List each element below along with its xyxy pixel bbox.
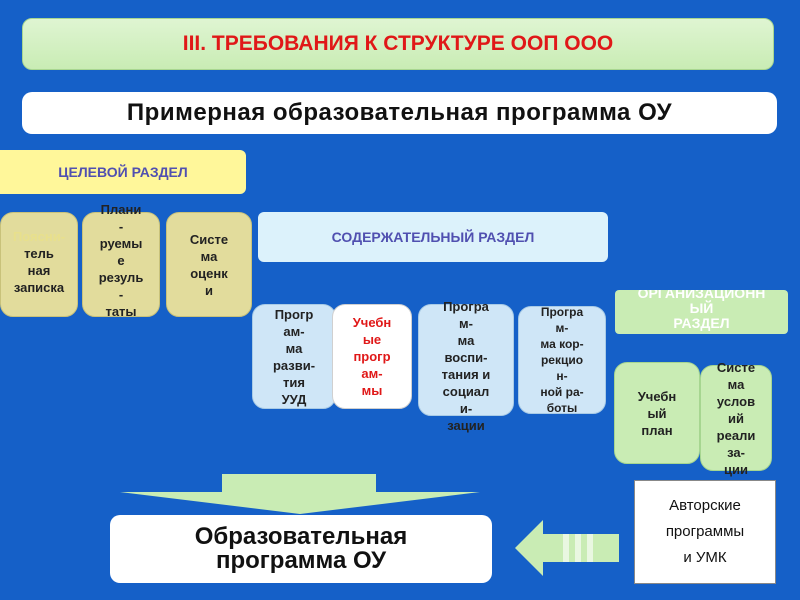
title-banner: III. ТРЕБОВАНИЯ К СТРУКТУРЕ ООП ООО (22, 18, 774, 70)
tile-line: ам- (361, 366, 383, 381)
tile-line: ий (728, 410, 744, 426)
page-subtitle: Примерная образовательная программа ОУ (126, 99, 673, 126)
tile-line: воспи- (444, 350, 488, 365)
author-programs-box: Авторские программы и УМК (634, 480, 776, 584)
tile-line: реали (716, 427, 756, 443)
tile-line: ной ра- (540, 385, 584, 399)
content-section-text: СОДЕРЖАТЕЛЬНЫЙ РАЗДЕЛ (331, 228, 535, 245)
tile-line: ые (362, 332, 382, 347)
tile-line: тания и (441, 367, 491, 382)
tile-line: услов (716, 393, 756, 409)
tile-line: и (205, 282, 213, 298)
tile-line: ции (724, 461, 748, 477)
tile-line: мы (361, 383, 383, 398)
conditions-system-tile: Систе ма услов ий реали за- ции (700, 360, 772, 477)
tile-line: Плани (100, 202, 142, 217)
tile-line: Систе (716, 359, 756, 375)
tile-line: зации (447, 418, 485, 433)
tile-line: резуль (98, 270, 144, 285)
tile-line: Учебн (637, 388, 677, 404)
tile-line: н- (556, 369, 568, 383)
upbringing-program-tile: Програ м- ма воспи- тания и социал и- за… (418, 299, 514, 433)
tile-line: Програ (540, 305, 584, 319)
tile-line: разви- (272, 357, 316, 373)
tile-line: ма (457, 333, 475, 348)
planned-results-tile: Плани - руемы е резуль - таты (82, 202, 160, 319)
target-section-label: ЦЕЛЕВОЙ РАЗДЕЛ (0, 150, 246, 194)
explanatory-note-tile: Поясни- тель ная записка (0, 212, 78, 317)
tile-line: ый (647, 405, 667, 421)
tile-line: и- (459, 401, 473, 416)
uud-program-tile: Прогр ам- ма разви- тия УУД (252, 304, 336, 409)
tile-line: ма (285, 340, 303, 356)
author-text: Авторские (669, 497, 741, 514)
org-section-label: ОРГАНИЗАЦИОНН ЫЙ РАЗДЕЛ (615, 290, 788, 334)
tile-line: ма (727, 376, 745, 392)
program-text: Образовательная (194, 523, 408, 550)
tile-line: м- (459, 316, 473, 331)
tile-line: Учебн (352, 315, 392, 330)
tile-line: записка (13, 279, 65, 295)
subtitle-banner: Примерная образовательная программа ОУ (22, 92, 777, 134)
target-section-text: ЦЕЛЕВОЙ РАЗДЕЛ (58, 163, 188, 180)
tile-line: Систе (189, 231, 229, 247)
tile-line: ма кор- (540, 337, 584, 351)
tile-line: руемы (99, 236, 143, 251)
author-text: программы (665, 523, 745, 540)
program-text: программа ОУ (215, 547, 387, 574)
tile-line: ам- (283, 323, 305, 339)
tile-line: Прогр (274, 306, 314, 322)
tile-line: боты (546, 401, 578, 415)
tile-line: м- (555, 321, 569, 335)
org-section-text: РАЗДЕЛ (673, 314, 730, 331)
correction-program-tile: Програ м- ма кор- рекцио н- ной ра- боты (518, 305, 606, 415)
tile-line: ма (200, 248, 218, 264)
org-section-text: ОРГАНИЗАЦИОНН (637, 290, 766, 301)
tile-line: план (641, 422, 673, 438)
tile-line: рекцио (540, 353, 584, 367)
down-arrow-icon (120, 474, 480, 514)
author-text: и УМК (683, 549, 727, 566)
tile-line: оценк (190, 265, 228, 281)
tile-line: тель (24, 245, 54, 261)
page-title: III. ТРЕБОВАНИЯ К СТРУКТУРЕ ООП ООО (182, 32, 614, 55)
tile-line: Програ (443, 299, 489, 314)
tile-line: тия (283, 374, 305, 390)
tile-line: за- (727, 444, 745, 460)
tile-line: социал (442, 384, 490, 399)
tile-line: Поясни- (12, 228, 66, 244)
assessment-system-tile: Систе ма оценк и (166, 212, 252, 317)
tile-line: ная (27, 262, 51, 278)
educational-program-box: Образовательная программа ОУ (110, 515, 492, 583)
tile-line: УУД (281, 391, 307, 407)
tile-line: прогр (353, 349, 391, 364)
left-arrow-icon (515, 520, 619, 576)
org-section-text: ЫЙ (689, 299, 714, 316)
tile-line: таты (105, 304, 137, 319)
tile-line: - (118, 219, 124, 234)
subject-programs-tile: Учебн ые прогр ам- мы (332, 304, 412, 409)
tile-line: - (118, 287, 124, 302)
content-section-label: СОДЕРЖАТЕЛЬНЫЙ РАЗДЕЛ (258, 212, 608, 262)
curriculum-tile: Учебн ый план (614, 362, 700, 464)
tile-line: е (117, 253, 125, 268)
